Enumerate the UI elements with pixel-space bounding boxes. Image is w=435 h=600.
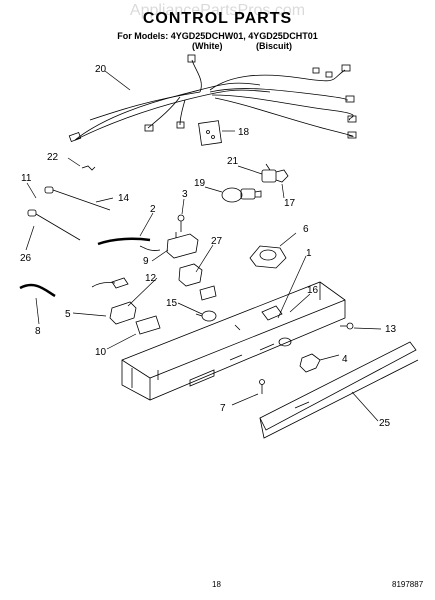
bracket-part-4 bbox=[299, 353, 321, 373]
callout-12: 12 bbox=[145, 273, 157, 284]
callout-2: 2 bbox=[150, 204, 156, 215]
screw-part bbox=[177, 214, 185, 232]
lamp-bulb-part bbox=[221, 187, 262, 203]
callout-17: 17 bbox=[284, 198, 296, 209]
callout-26: 26 bbox=[20, 253, 32, 264]
callout-11: 11 bbox=[21, 173, 32, 184]
callout-13: 13 bbox=[385, 324, 397, 335]
screw-part-7 bbox=[259, 379, 265, 394]
callout-25: 25 bbox=[379, 418, 391, 429]
callout-numbers: 20 18 22 21 11 19 17 3 14 2 26 6 27 9 1 … bbox=[20, 64, 397, 429]
callout-3: 3 bbox=[182, 189, 188, 200]
callout-5: 5 bbox=[65, 309, 71, 320]
callout-27: 27 bbox=[211, 236, 223, 247]
tube-part bbox=[97, 237, 151, 246]
screw-part-13 bbox=[340, 322, 354, 330]
callout-9: 9 bbox=[143, 256, 149, 267]
callout-18: 18 bbox=[238, 127, 250, 138]
insulator-part bbox=[198, 120, 222, 146]
thermostat-part bbox=[249, 245, 287, 269]
watermark: AppliancePartsPros.com bbox=[129, 2, 306, 19]
cord-part bbox=[19, 283, 56, 298]
clip-part bbox=[81, 165, 96, 171]
callout-14: 14 bbox=[118, 193, 130, 204]
callout-19: 19 bbox=[194, 178, 206, 189]
callout-1: 1 bbox=[306, 248, 312, 259]
models-line: For Models: 4YGD25DCHW01, 4YGD25DCHT01 bbox=[117, 31, 318, 41]
callout-21: 21 bbox=[227, 156, 239, 167]
sensor-probe-part bbox=[27, 186, 111, 241]
callout-22: 22 bbox=[47, 152, 59, 163]
control-panel-part bbox=[259, 341, 419, 439]
callout-6: 6 bbox=[303, 224, 309, 235]
variant-biscuit-label: (Biscuit) bbox=[256, 41, 292, 51]
switch-part-27 bbox=[178, 263, 217, 301]
callout-10: 10 bbox=[95, 347, 107, 358]
switch-part-12 bbox=[91, 277, 137, 325]
page-title: CONTROL PARTS bbox=[142, 10, 293, 27]
control-housing-part bbox=[121, 281, 346, 401]
callout-8: 8 bbox=[35, 326, 41, 337]
callout-7: 7 bbox=[220, 403, 226, 414]
leader-lines bbox=[25, 70, 382, 422]
lamp-socket-part bbox=[261, 163, 289, 183]
document-number: 8197887 bbox=[392, 580, 424, 589]
wire-harness-part bbox=[68, 54, 357, 143]
switch-part bbox=[139, 232, 199, 259]
knob-part bbox=[195, 310, 217, 322]
callout-16: 16 bbox=[307, 285, 319, 296]
page-number: 18 bbox=[212, 580, 221, 589]
variant-white-label: (White) bbox=[192, 41, 223, 51]
bracket-part bbox=[261, 305, 283, 321]
callout-20: 20 bbox=[95, 64, 107, 75]
callout-4: 4 bbox=[342, 354, 348, 365]
callout-15: 15 bbox=[166, 298, 178, 309]
label-part bbox=[135, 315, 161, 335]
